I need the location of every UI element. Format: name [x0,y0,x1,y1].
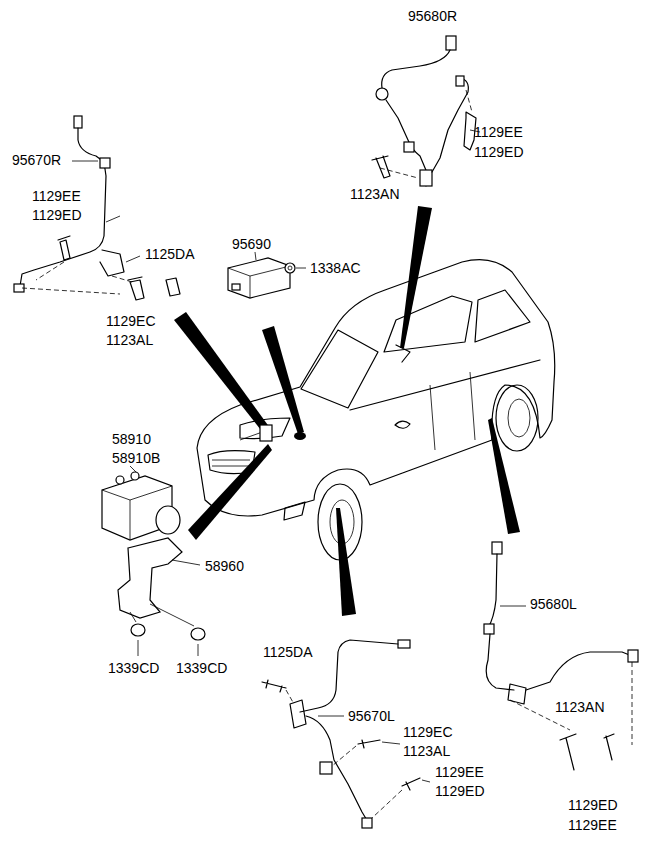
part-number: 1339CD [108,660,159,676]
part-number: 1123AL [106,332,153,348]
part-number: 1129EE [474,124,523,140]
part-number: 1129EE [32,188,81,204]
part-number: 1125DA [263,644,313,660]
part-number: 95680R [408,8,457,24]
part-number: 95690 [232,236,271,252]
part-number: 1129ED [568,797,618,813]
part-number: 1129EC [403,724,453,740]
part-number: 58910B [112,450,160,466]
part-number: 58910 [112,431,151,447]
part-number: 1129EE [435,764,484,780]
part-number: 1339CD [176,660,227,676]
front-right-sensor [14,116,180,300]
rear-right-sensor [372,36,480,186]
part-number: 58960 [205,558,244,574]
part-number: 1129EC [106,313,156,329]
part-number: 1123AN [555,699,605,715]
part-number: 95670R [12,152,61,168]
part-number: 1125DA [145,246,195,262]
part-number: 1123AN [350,186,400,202]
part-number: 1129ED [435,783,485,799]
part-number: 95670L [348,708,395,724]
part-number: 95680L [530,596,577,612]
part-number: 1123AL [403,743,450,759]
part-number: 1338AC [310,260,361,276]
abs-unit [102,466,205,656]
part-number: 1129EE [568,817,617,833]
rear-left-sensor [484,542,638,770]
sensor-module [228,252,306,298]
part-number: 1129ED [32,207,82,223]
pointer-wedges [174,206,520,616]
part-number: 1129ED [474,144,524,160]
